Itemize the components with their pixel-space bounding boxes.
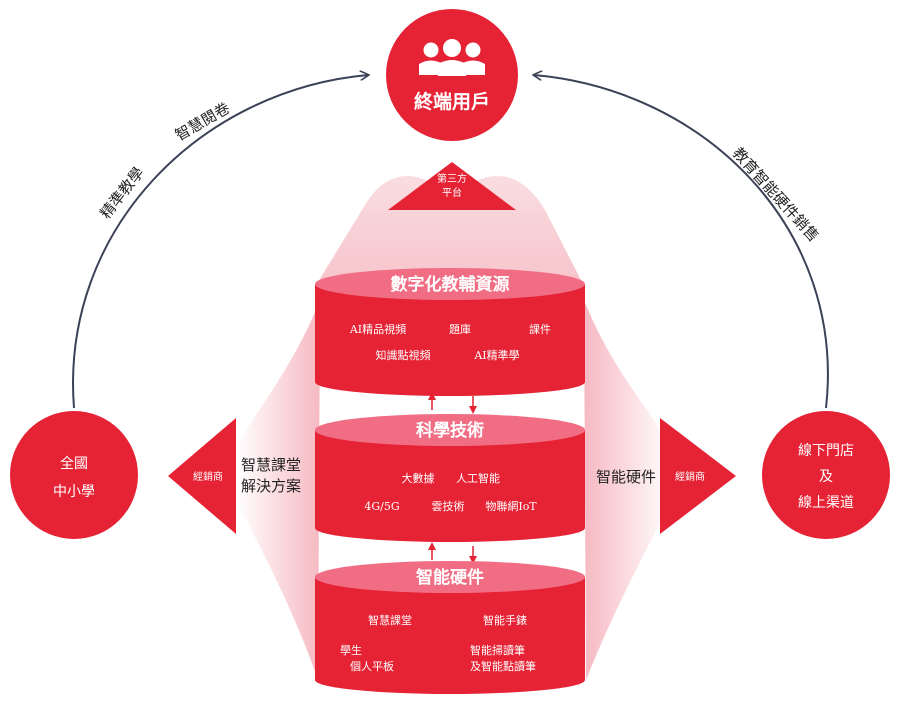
left-arc (72, 75, 368, 409)
glow-right-wing (584, 300, 672, 680)
left-distributor-arrow: 經銷商 (168, 418, 236, 534)
layer-item: 及智能點讀筆 (470, 659, 536, 673)
left-arrow-label: 經銷商 (193, 470, 223, 483)
third-party-line1: 第三方 (437, 172, 467, 185)
right-distributor-arrow: 經銷商 (660, 418, 736, 534)
right-node: 線下門店 及 線上渠道 (762, 411, 890, 539)
right-arc-text: 教育智能硬件銷售 (729, 144, 823, 245)
left-side-label-line2: 解決方案 (241, 477, 301, 495)
layer-item: 智能手錶 (483, 613, 527, 627)
right-arc (534, 75, 829, 409)
left-arc-text-part1: 精準教學 (96, 164, 147, 222)
layer-item: 人工智能 (456, 471, 500, 485)
layer-item: 課件 (529, 322, 551, 336)
glow-top (318, 176, 582, 282)
layer-item: 知識點視頻 (376, 348, 431, 362)
left-node: 全國 中小學 (10, 411, 138, 539)
top-node-label: 終端用戶 (414, 90, 490, 113)
left-side-label-line1: 智慧課堂 (241, 456, 301, 474)
layer-technology: 科學技術 大數據 人工智能 4G/5G 雲技術 物聯網IoT (315, 414, 585, 542)
left-node-line2: 中小學 (53, 484, 95, 500)
glow-left-wing (236, 300, 320, 680)
third-party-line2: 平台 (442, 186, 462, 199)
layer-smart-hardware: 智能硬件 智慧課堂 智能手錶 學生 個人平板 智能掃讀筆 及智能點讀筆 (315, 561, 585, 694)
right-node-line1: 線下門店 (798, 443, 854, 459)
layer-title: 科學技術 (416, 420, 484, 441)
layer-link-arrows (428, 392, 477, 414)
layer-item: AI精品視頻 (349, 322, 406, 336)
right-node-line3: 線上渠道 (798, 495, 854, 511)
layer-item: 雲技術 (432, 500, 465, 513)
layer-item: 個人平板 (350, 659, 394, 673)
layer-item: 題庫 (449, 322, 471, 336)
layer-item: 4G/5G (364, 500, 399, 513)
layer-title: 智能硬件 (416, 567, 484, 588)
top-node: 終端用戶 (386, 9, 518, 141)
layer-item: 智能掃讀筆 (470, 643, 525, 657)
layer-title: 數字化教輔資源 (391, 274, 510, 295)
users-group-icon (419, 39, 485, 76)
left-node-line1: 全國 (60, 455, 88, 472)
layer-item: 物聯網IoT (485, 499, 537, 513)
layer-item: AI精準學 (473, 348, 519, 362)
third-party-platform: 第三方 平台 (388, 162, 516, 210)
layer-link-arrows (428, 542, 477, 564)
layer-item: 學生 (340, 643, 362, 657)
layer-digital-resources: 數字化教輔資源 AI精品視頻 題庫 課件 知識點視頻 AI精準學 (315, 268, 585, 396)
layer-item: 智慧課堂 (368, 613, 412, 627)
right-side-label: 智能硬件 (596, 468, 656, 486)
right-node-line2: 及 (819, 469, 833, 485)
right-arrow-label: 經銷商 (675, 470, 705, 483)
layer-item: 大數據 (402, 471, 435, 485)
